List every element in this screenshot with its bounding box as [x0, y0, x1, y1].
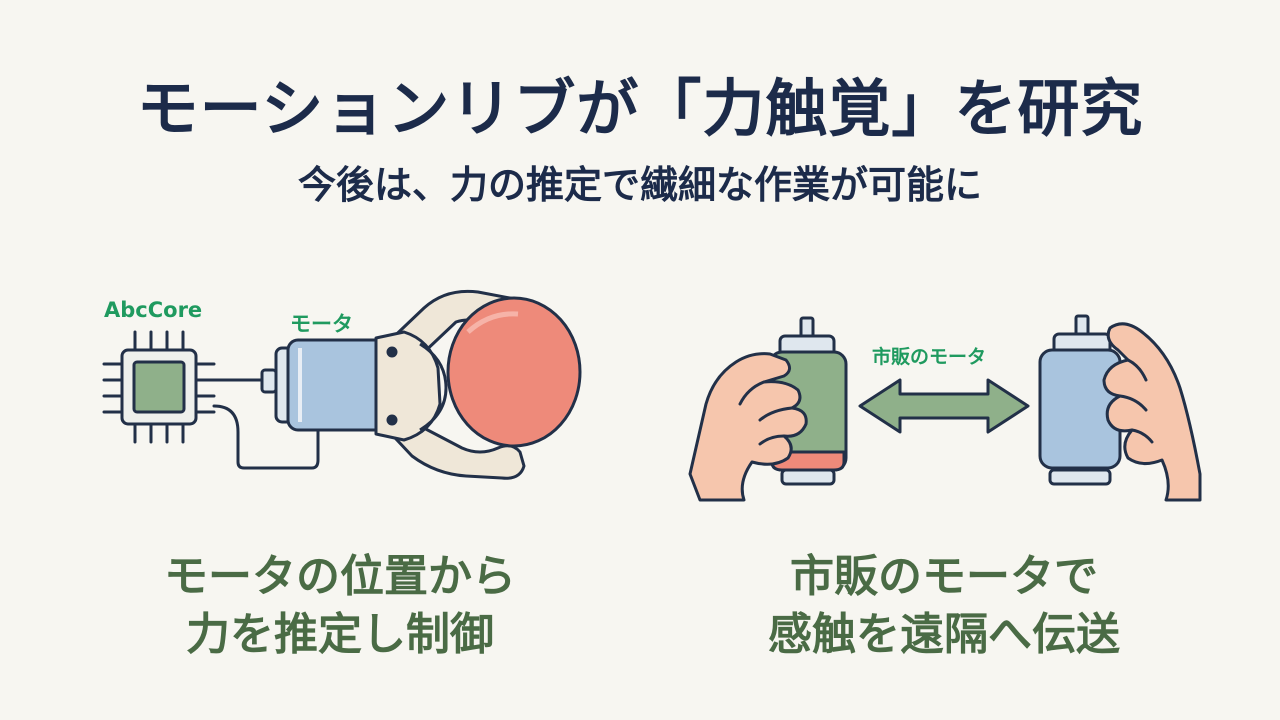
right-caption-line1: 市販のモータで	[790, 551, 1098, 602]
ball-icon	[446, 296, 582, 448]
chip-icon	[102, 330, 216, 444]
left-caption-line1: モータの位置から	[164, 551, 516, 602]
left-hand-icon	[688, 352, 808, 502]
left-caption-line2: 力を推定し制御	[186, 609, 494, 660]
commercial-motor-label: 市販のモータ	[872, 346, 987, 368]
chip-label: AbcCore	[104, 298, 203, 322]
page-title: モーションリブが「力触覚」を研究	[136, 72, 1144, 145]
wire-connection	[212, 378, 320, 470]
motor-icon	[260, 338, 388, 432]
motor-label: モータ	[290, 312, 353, 336]
page-subtitle: 今後は、力の推定で繊細な作業が可能に	[297, 163, 982, 207]
right-caption-line2: 感触を遠隔へ伝送	[768, 609, 1120, 660]
right-caption: 市販のモータで 感触を遠隔へ伝送	[664, 548, 1224, 664]
gripper-hub-icon	[374, 330, 448, 442]
double-arrow-icon	[858, 378, 1030, 434]
left-caption: モータの位置から 力を推定し制御	[60, 548, 620, 664]
right-hand-icon	[1102, 322, 1202, 502]
right-motor-icon	[1038, 314, 1122, 486]
